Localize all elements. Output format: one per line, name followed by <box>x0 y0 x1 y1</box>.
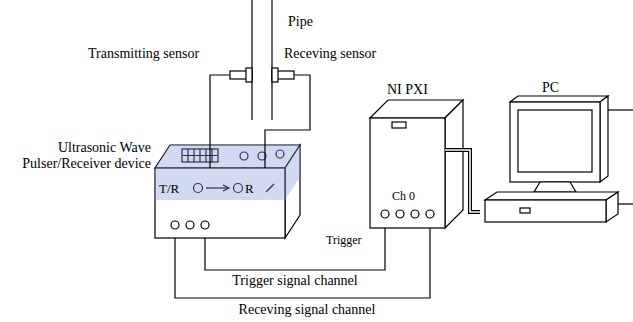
pxi-side <box>445 100 463 228</box>
sensor-probe <box>272 68 278 82</box>
channel-label: Receving signal channel <box>222 302 392 318</box>
channel-label: Ch 0 <box>392 188 415 204</box>
device-name: NI PXI <box>387 82 428 98</box>
sensor-name: Receving sensor <box>284 46 376 62</box>
wire-line <box>265 82 310 168</box>
sensor-label-box: Receving sensor <box>268 46 398 82</box>
cable <box>618 203 633 204</box>
pipe-wall <box>271 0 272 120</box>
pc-top <box>485 192 618 200</box>
device-name: PC <box>542 80 559 96</box>
sensor-name: Transmitting sensor <box>88 46 199 62</box>
sensor-probe <box>246 68 252 82</box>
sensor-wire <box>210 75 230 82</box>
pc-side <box>606 192 618 222</box>
signal-wire <box>265 82 310 168</box>
monitor-screen <box>518 110 592 172</box>
pipe-wall <box>251 0 252 120</box>
connector-socket <box>186 221 194 229</box>
monitor-case <box>510 102 600 182</box>
connector-socket <box>396 210 404 218</box>
monitor-stand <box>534 182 576 192</box>
wire-line <box>175 228 430 298</box>
pc-case <box>485 200 606 222</box>
connector-socket <box>426 210 434 218</box>
signal-wire <box>205 228 385 270</box>
wire-line <box>445 150 480 212</box>
channel-label: Trigger signal channel <box>215 273 375 289</box>
signal-name: Trigger <box>326 232 362 248</box>
pulser-receiver-box: Ultrasonic Wave Pulser/Receiver deviceT/… <box>155 168 285 238</box>
part-name: Pipe <box>288 14 313 30</box>
highlight-panel <box>155 145 300 200</box>
pxi-port <box>392 122 406 128</box>
device-name: Ultrasonic Wave Pulser/Receiver device <box>0 140 151 172</box>
pc-box: PC <box>480 100 615 225</box>
signal-wire <box>210 82 211 168</box>
wire-line <box>445 150 480 212</box>
connector-socket <box>381 210 389 218</box>
signal-wire <box>445 150 480 212</box>
sensor-label-box: Transmitting sensor <box>88 46 252 82</box>
pxi-box: NI PXICh 0 <box>370 118 445 228</box>
connector-socket <box>411 210 419 218</box>
pc-port <box>520 208 530 213</box>
port-label: R <box>245 181 254 197</box>
pxi-front <box>370 118 445 228</box>
cable <box>608 109 633 110</box>
monitor-side <box>600 96 608 182</box>
wire-line <box>205 228 385 270</box>
sensor-wire <box>294 75 310 82</box>
connector-socket <box>201 221 209 229</box>
signal-wire <box>175 228 430 298</box>
wire-line <box>209 82 210 168</box>
port-label: T/R <box>159 181 179 197</box>
monitor-top <box>510 96 608 102</box>
connector-socket <box>171 221 179 229</box>
